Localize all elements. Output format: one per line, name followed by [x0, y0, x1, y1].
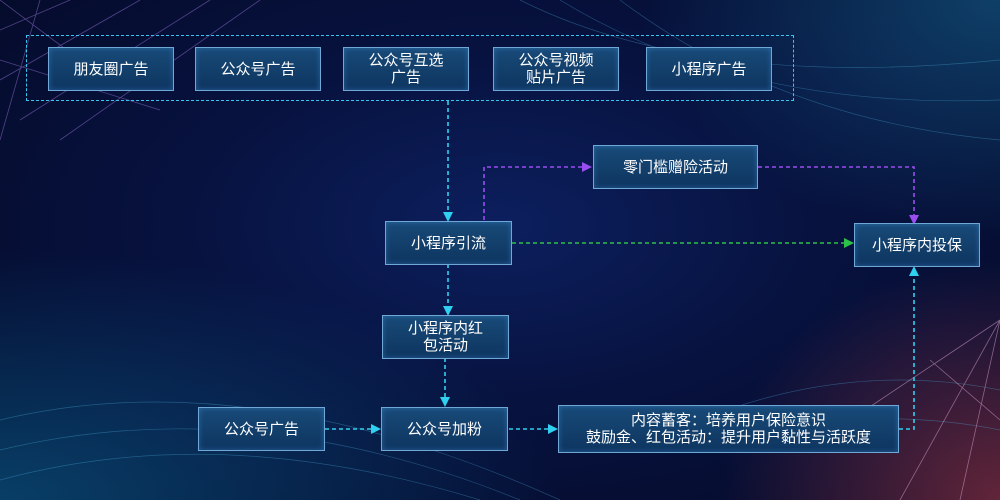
source-ad-moments: 朋友圈广告: [48, 47, 174, 91]
ad-sources-group: [26, 35, 794, 101]
mini-program-insure-node: 小程序内投保: [854, 223, 980, 267]
zero-threshold-gift-insurance-node: 零门槛赠险活动: [593, 145, 758, 189]
source-ad-mutual-select: 公众号互选广告: [343, 47, 469, 91]
edge-content-to-mp-insure: [899, 266, 919, 430]
source-ad-official-account: 公众号广告: [195, 47, 321, 91]
edge-mp-traffic-to-zero-threshold: [483, 162, 592, 220]
source-ad-video-patch: 公众号视频贴片广告: [493, 47, 619, 91]
official-account-ad-node: 公众号广告: [198, 407, 325, 451]
source-ad-mini-program: 小程序广告: [646, 47, 772, 91]
edge-zero-threshold-to-mp-insure: [758, 166, 919, 225]
official-account-follow-node: 公众号加粉: [381, 407, 508, 451]
mini-program-traffic-node: 小程序引流: [385, 221, 512, 265]
content-nurture-node: 内容蓄客：培养用户保险意识鼓励金、红包活动：提升用户黏性与活跃度: [558, 405, 899, 453]
mini-program-red-packet-node: 小程序内红包活动: [382, 315, 509, 359]
